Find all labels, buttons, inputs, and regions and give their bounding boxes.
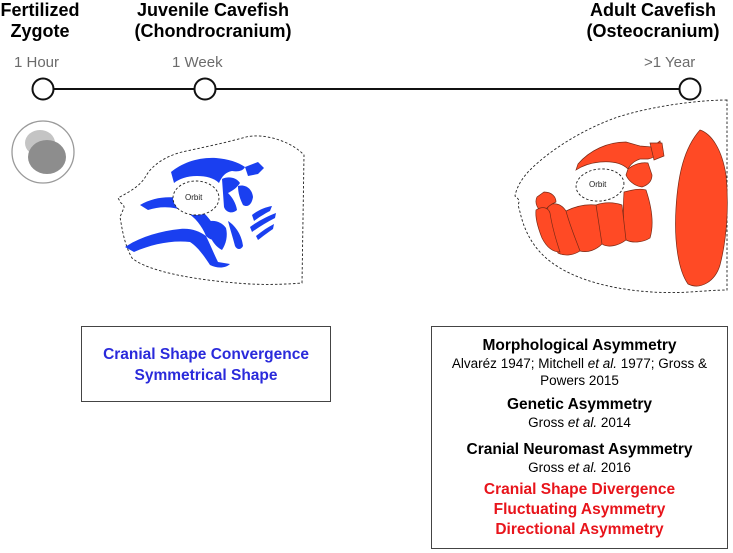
juvenile-convergence-label: Cranial Shape Convergence xyxy=(103,346,309,363)
morphological-asymmetry-heading: Morphological Asymmetry xyxy=(482,337,677,354)
genetic-asymmetry-heading: Genetic Asymmetry xyxy=(506,396,653,413)
juvenile-head-outline xyxy=(117,135,305,285)
stage-title-zygote-line1: Fertilized xyxy=(0,0,80,20)
adult-red-findings: Cranial Shape Divergence Fluctuating Asy… xyxy=(438,480,721,540)
time-label-1-week: 1 Week xyxy=(172,54,223,71)
adult-orbit-label: Orbit xyxy=(589,180,607,189)
time-label-1-year: >1 Year xyxy=(644,54,696,71)
adult-info-box: Morphological Asymmetry Alvaréz 1947; Mi… xyxy=(431,326,728,549)
neuromast-asymmetry-heading: Cranial Neuromast Asymmetry xyxy=(466,441,693,458)
adult-osteocranium xyxy=(535,129,728,287)
neuromast-asymmetry-citation: Gross et al. 2016 xyxy=(528,460,631,475)
stage-title-adult-line2: (Osteocranium) xyxy=(586,21,720,41)
zygote-egg-icon xyxy=(11,120,75,184)
stage-title-zygote: Fertilized Zygote xyxy=(0,0,80,42)
stage-title-juvenile-line2: (Chondrocranium) xyxy=(134,21,292,41)
timeline-node-adult xyxy=(678,77,702,101)
directional-asymmetry-label: Directional Asymmetry xyxy=(495,521,664,538)
juvenile-orbit-label: Orbit xyxy=(185,193,203,202)
morphological-asymmetry-citations: Alvaréz 1947; Mitchell et al. 1977; Gros… xyxy=(451,356,708,388)
juvenile-symmetry-label: Symmetrical Shape xyxy=(134,367,278,384)
adult-orbit xyxy=(575,168,625,202)
fluctuating-asymmetry-label: Fluctuating Asymmetry xyxy=(493,501,666,518)
time-label-1-hour: 1 Hour xyxy=(14,54,60,71)
genetic-asymmetry-citation: Gross et al. 2014 xyxy=(528,415,631,430)
stage-title-adult: Adult Cavefish (Osteocranium) xyxy=(578,0,728,42)
stage-title-juvenile-line1: Juvenile Cavefish xyxy=(136,0,290,20)
timeline-node-zygote xyxy=(31,77,55,101)
juvenile-orbit xyxy=(172,180,220,216)
timeline-node-juvenile xyxy=(193,77,217,101)
stage-title-juvenile: Juvenile Cavefish (Chondrocranium) xyxy=(113,0,313,42)
juvenile-info-box: Cranial Shape Convergence Symmetrical Sh… xyxy=(81,326,331,402)
stage-title-adult-line1: Adult Cavefish xyxy=(589,0,717,20)
cranial-shape-divergence-label: Cranial Shape Divergence xyxy=(483,481,676,498)
adult-head-outline xyxy=(514,99,728,293)
stage-title-zygote-line2: Zygote xyxy=(10,21,70,41)
